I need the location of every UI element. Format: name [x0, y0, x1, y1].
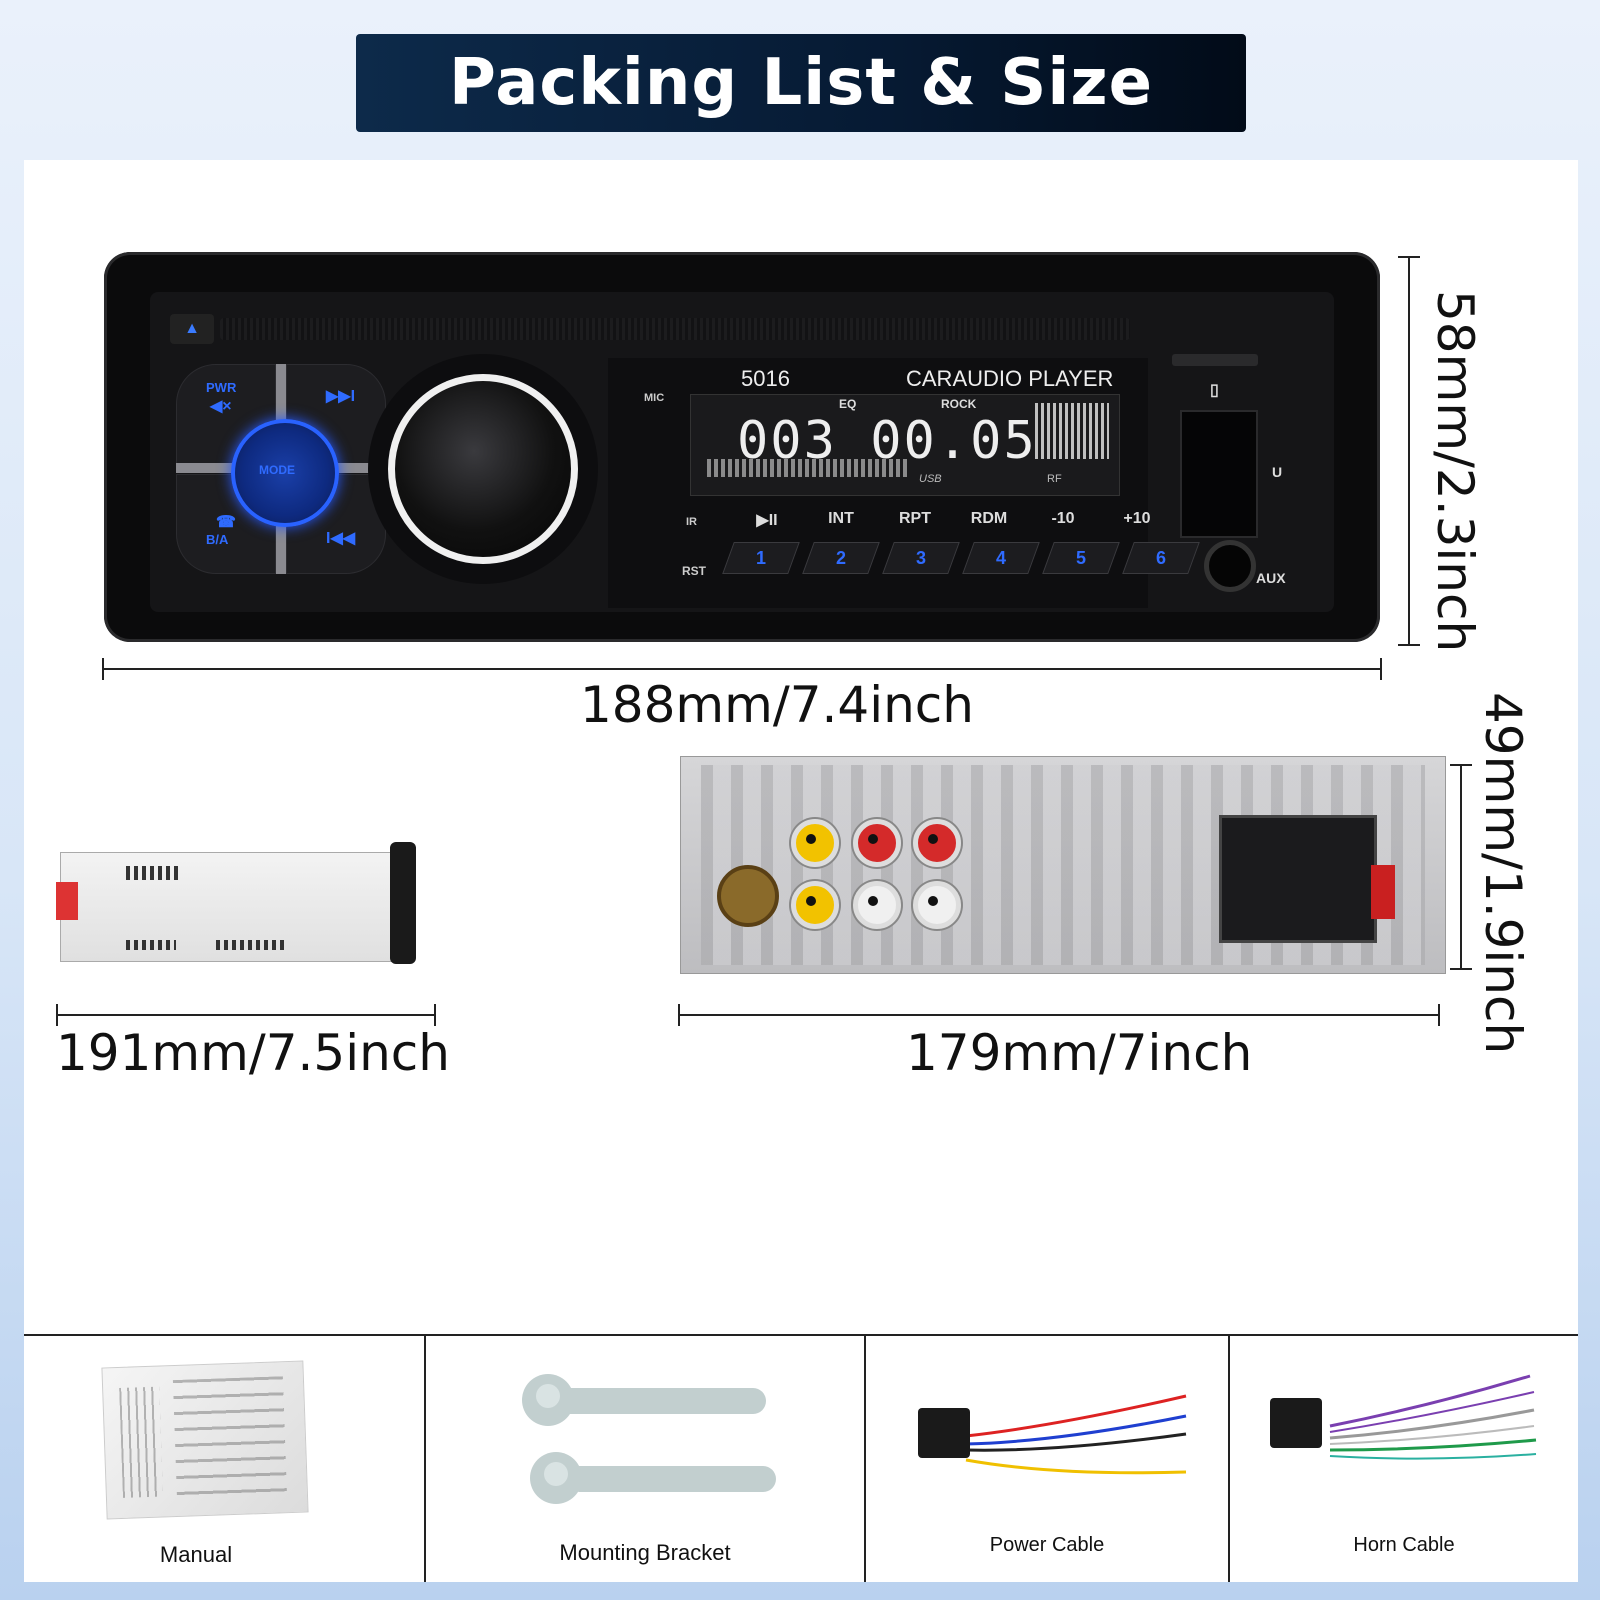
model-number: 5016 [741, 366, 790, 391]
preset-button-4: 4 [962, 542, 1040, 574]
lcd-screen: EQ ROCK 003 00.05 USB RF [690, 394, 1120, 496]
side-vents-bottom-1 [126, 940, 176, 950]
power-cable-wires [965, 1394, 1187, 1475]
sd-card-icon: ▯ [1210, 382, 1219, 399]
rpt-label: RPT [899, 510, 931, 527]
lcd-rock-label: ROCK [941, 397, 977, 411]
fuse-red [1371, 865, 1395, 919]
manual-label: Manual [159, 1542, 233, 1567]
side-red-clip [56, 882, 78, 920]
sd-card-slot [1172, 354, 1258, 366]
rear-height-dimension-line [1450, 764, 1472, 970]
preset-button-5: 5 [1042, 542, 1120, 574]
lcd-eq-label: EQ [839, 397, 857, 411]
horn-cable-label: Horn Cable [1353, 1534, 1455, 1556]
rca-red-2 [913, 819, 961, 867]
mounting-bracket-label: Mounting Bracket [559, 1540, 731, 1565]
accessory-power-cable: Power Cable [866, 1336, 1230, 1582]
eject-icon: ▲ [170, 314, 214, 344]
rst-label: RST [682, 564, 706, 578]
horn-cable-connector [1270, 1398, 1322, 1448]
depth-dimension-line [56, 1004, 436, 1026]
depth-label: 191mm/7.5inch [56, 1024, 450, 1082]
rear-width-label: 179mm/7inch [906, 1024, 1253, 1082]
rear-width-dimension-line [678, 1004, 1440, 1026]
lcd-usb-label: USB [919, 473, 942, 485]
rear-view-image [680, 756, 1446, 974]
stereo-front-view: ▲ MODE PWR ◀× ▶▶I I◀◀ B/A ☎ MIC 5016 CAR… [104, 252, 1380, 642]
bracket-key-2-head [530, 1452, 582, 1504]
mode-label: MODE [259, 463, 295, 477]
page-title: Packing List & Size [449, 46, 1153, 120]
bracket-key-1-shaft [566, 1388, 766, 1414]
stereo-faceplate: ▲ MODE PWR ◀× ▶▶I I◀◀ B/A ☎ MIC 5016 CAR… [150, 292, 1334, 612]
prev-track-icon: I◀◀ [326, 530, 356, 547]
rca-yellow-2 [791, 881, 839, 929]
accessories-row: Manual Mounting Bracket Power Cable Horn… [24, 1334, 1578, 1582]
aux-label: AUX [1256, 570, 1286, 586]
pwr-label: PWR [206, 380, 237, 395]
accessory-mounting-bracket: Mounting Bracket [426, 1336, 866, 1582]
power-cable-label: Power Cable [989, 1534, 1105, 1556]
title-banner: Packing List & Size [356, 34, 1246, 132]
lcd-level-indicator [707, 459, 907, 477]
rca-white-1 [853, 881, 901, 929]
rca-red-1 [853, 819, 901, 867]
ba-label: B/A [206, 532, 229, 547]
disc-slot [220, 318, 1130, 340]
usb-label: U [1272, 464, 1283, 480]
equalizer-bars [1035, 403, 1109, 459]
manual-image [101, 1360, 309, 1520]
usb-port [1180, 410, 1258, 538]
rca-yellow-1 [791, 819, 839, 867]
volume-mute-icon: ◀× [210, 398, 232, 415]
next-track-icon: ▶▶I [326, 388, 356, 405]
aux-jack [1204, 540, 1256, 592]
front-width-label: 188mm/7.4inch [580, 676, 974, 734]
mic-label: MIC [644, 392, 665, 404]
lcd-rf-label: RF [1047, 473, 1062, 485]
side-vents-bottom-2 [216, 940, 286, 950]
preset-button-3: 3 [882, 542, 960, 574]
bracket-key-2-shaft [576, 1466, 776, 1492]
rdm-label: RDM [970, 510, 1008, 527]
side-faceplate [390, 842, 416, 964]
minus-ten-label: -10 [1051, 510, 1075, 527]
phone-icon: ☎ [216, 514, 236, 531]
horn-cable-wires [1329, 1374, 1537, 1460]
accessory-manual: Manual [24, 1336, 426, 1582]
preset-button-1: 1 [722, 542, 800, 574]
bracket-key-1-head [522, 1374, 574, 1426]
rear-height-label: 49mm/1.9inch [1474, 692, 1532, 1055]
side-view-image [56, 842, 436, 964]
antenna-port [717, 865, 779, 927]
iso-connector [1219, 815, 1377, 943]
function-button-row: ▶II INT RPT RDM -10 +10 [730, 510, 1174, 530]
display-panel: MIC 5016 CARAUDIO PLAYER EQ ROCK 003 00.… [608, 358, 1200, 608]
brand-label: CARAUDIO PLAYER [906, 366, 1114, 391]
manual-cover-text [119, 1386, 163, 1498]
accessory-horn-cable: Horn Cable [1230, 1336, 1578, 1582]
play-pause-label: ▶II [756, 512, 778, 529]
rca-white-2 [913, 881, 961, 929]
ir-label: IR [686, 516, 697, 528]
front-height-label: 58mm/2.3inch [1426, 290, 1484, 653]
control-pad: MODE PWR ◀× ▶▶I I◀◀ B/A ☎ [176, 364, 386, 574]
side-vents-top [126, 866, 180, 880]
front-height-dimension-line [1398, 256, 1420, 646]
plus-ten-label: +10 [1123, 510, 1151, 527]
preset-button-row: 1 2 3 4 5 6 [722, 542, 1208, 574]
mode-button: MODE [231, 419, 339, 527]
int-label: INT [828, 510, 854, 527]
preset-button-2: 2 [802, 542, 880, 574]
volume-knob [388, 374, 578, 564]
preset-button-6: 6 [1122, 542, 1200, 574]
power-cable-connector [918, 1408, 970, 1458]
front-width-dimension-line [102, 658, 1382, 680]
manual-icons [172, 1376, 288, 1501]
